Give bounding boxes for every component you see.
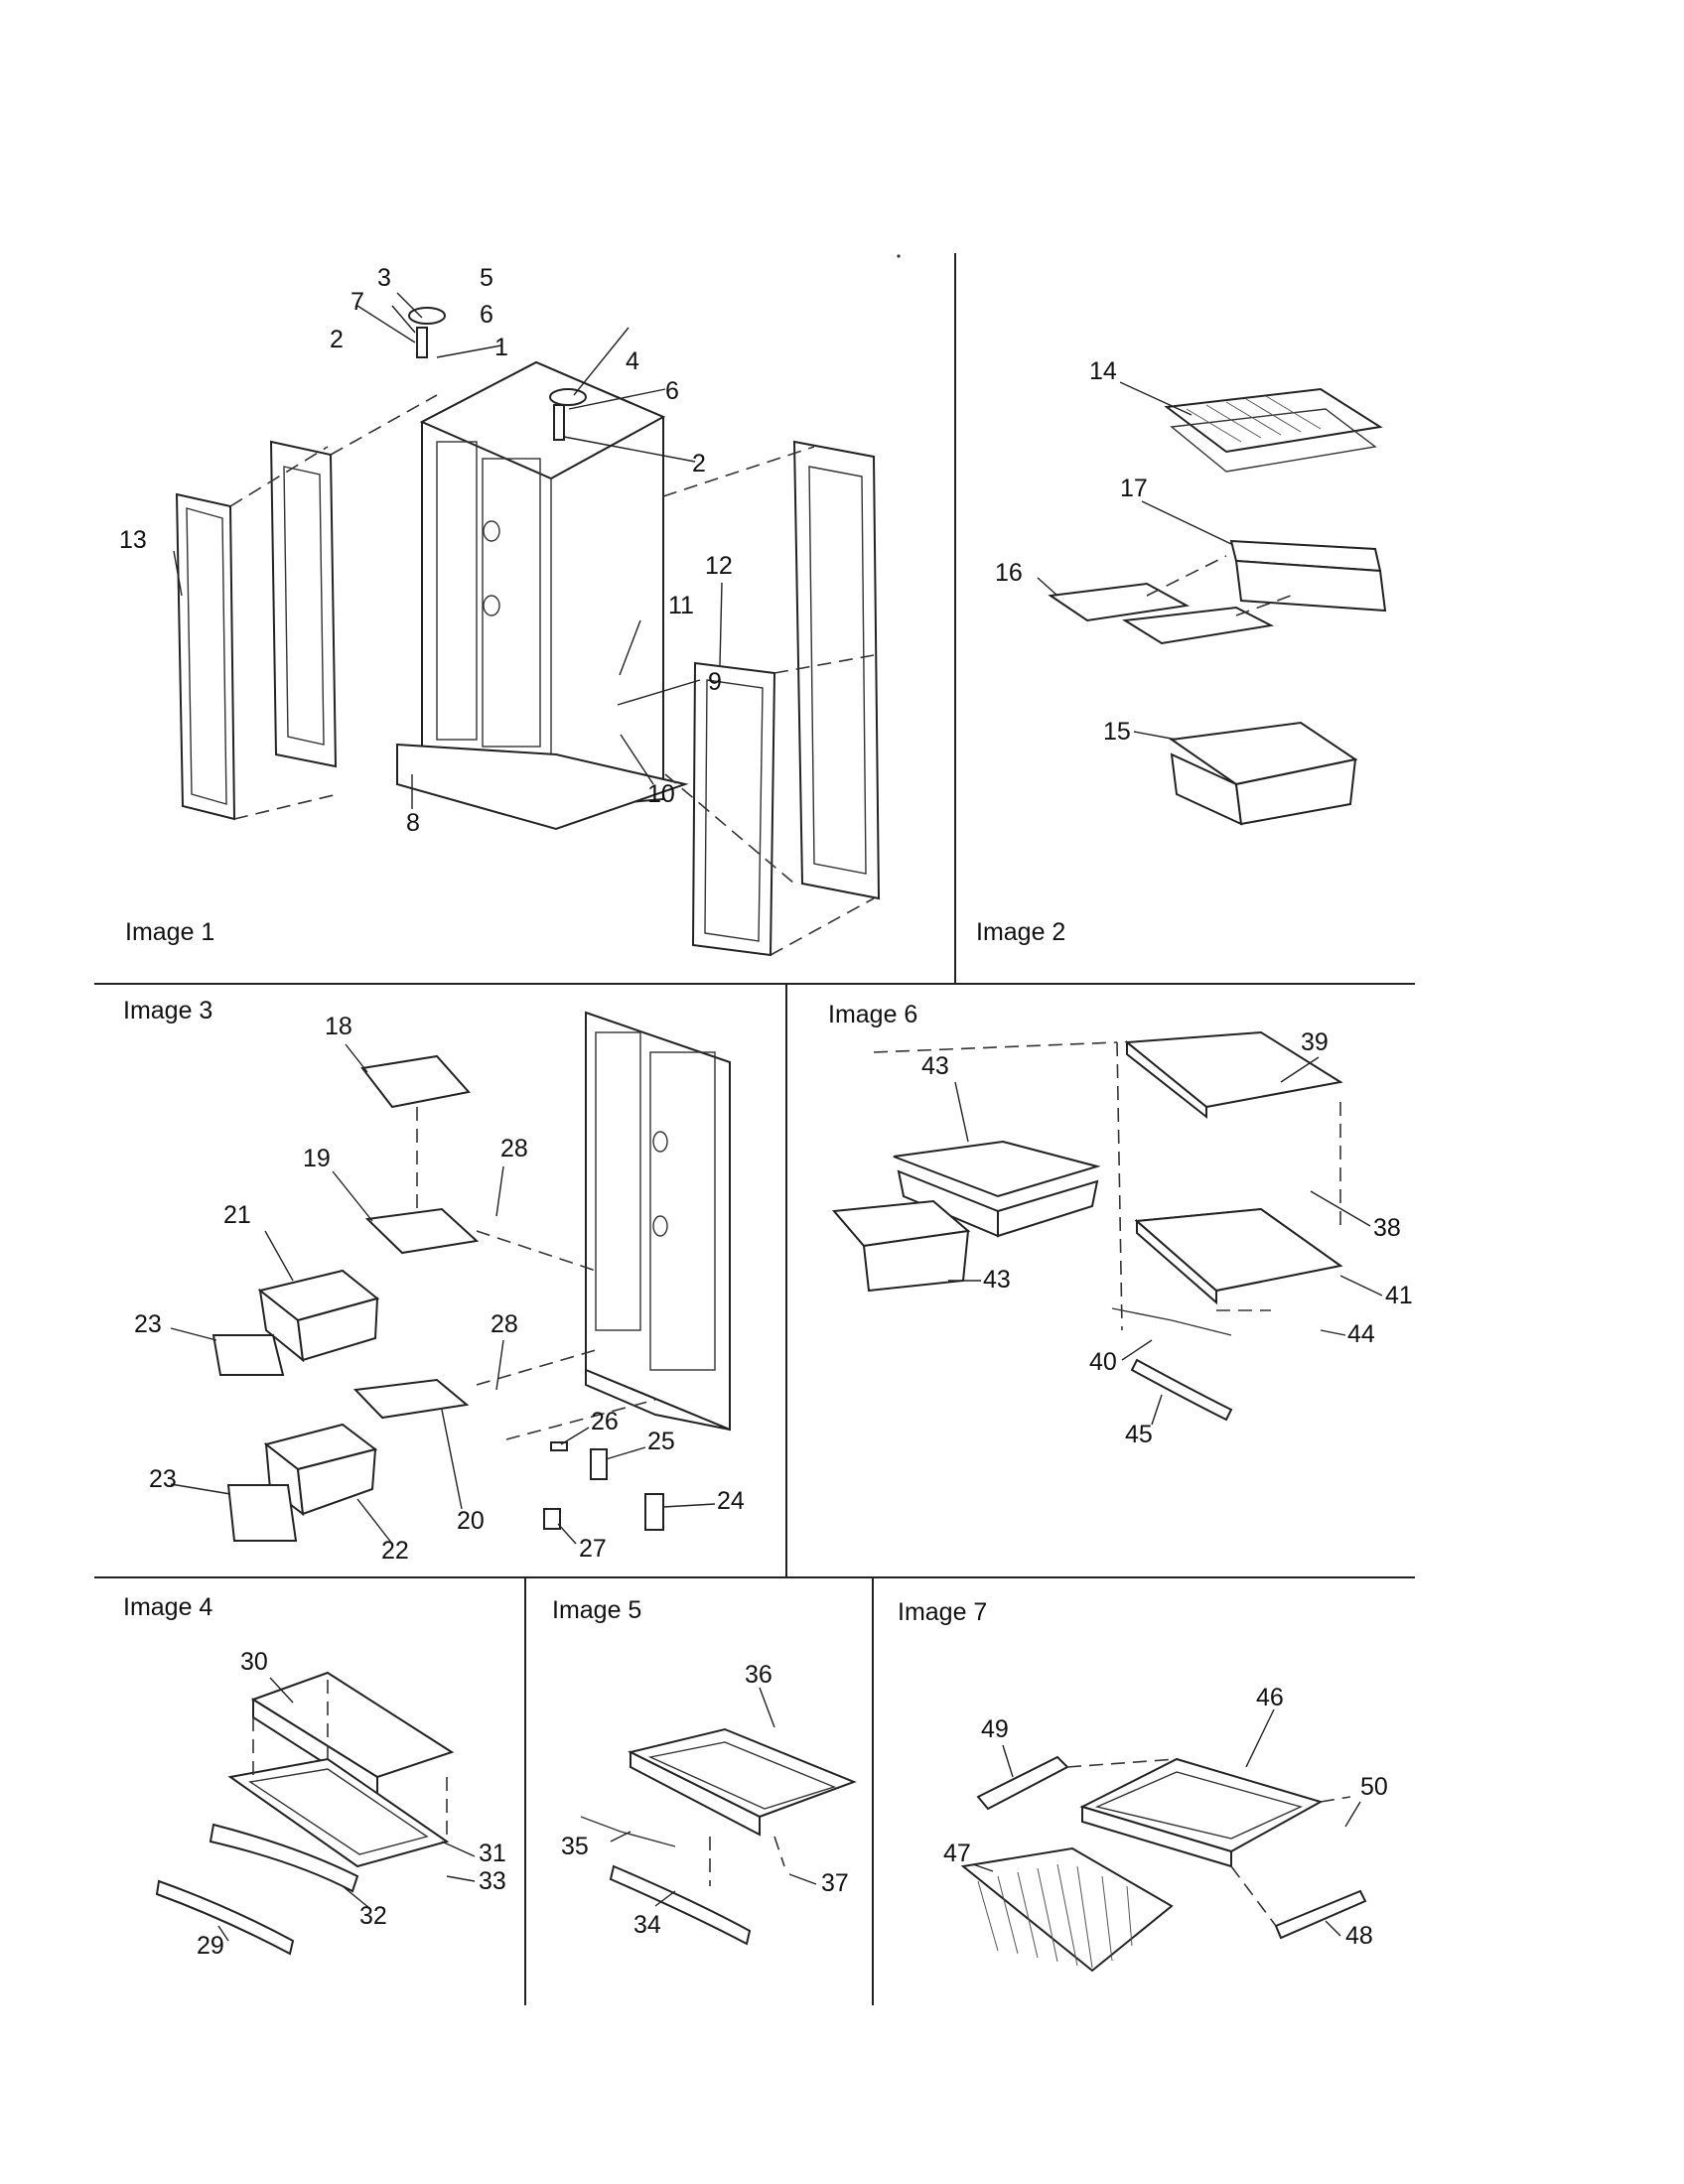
stray-dot bbox=[897, 254, 901, 258]
divider-horizontal-2 bbox=[94, 1576, 1415, 1578]
callout-45: 45 bbox=[1125, 1421, 1153, 1448]
callout-23a: 23 bbox=[134, 1310, 162, 1338]
callout-1: 1 bbox=[494, 334, 508, 361]
image-6-callouts: 39 43 38 43 41 44 40 45 bbox=[921, 1028, 1413, 1448]
callout-49: 49 bbox=[981, 1715, 1009, 1743]
panel-title-image-3: Image 3 bbox=[123, 997, 213, 1024]
panel-title-image-1: Image 1 bbox=[125, 918, 215, 946]
callout-2b: 2 bbox=[692, 450, 706, 478]
callout-15: 15 bbox=[1103, 718, 1131, 746]
divider-vertical-bottom-1 bbox=[524, 1576, 526, 2005]
callout-41: 41 bbox=[1385, 1282, 1413, 1309]
image-1-callouts: 3 5 7 6 2 1 4 6 2 13 12 11 9 10 8 bbox=[119, 264, 733, 837]
callout-28b: 28 bbox=[491, 1310, 518, 1338]
panel-title-image-6: Image 6 bbox=[828, 1001, 918, 1028]
callout-4: 4 bbox=[626, 347, 639, 375]
callout-42: 43 bbox=[983, 1266, 1011, 1294]
image-6-parts-group bbox=[831, 1030, 1383, 1426]
callout-6b: 6 bbox=[665, 377, 679, 405]
image-5-callouts: 36 35 37 34 bbox=[561, 1661, 849, 1939]
divider-vertical-bottom-2 bbox=[872, 1576, 874, 2005]
image-3-callouts: 18 28 19 21 23 28 26 25 23 24 20 27 22 bbox=[134, 1013, 745, 1565]
callout-8: 8 bbox=[406, 809, 420, 837]
image-3-parts-group bbox=[170, 1011, 731, 1545]
callout-40: 40 bbox=[1089, 1348, 1117, 1376]
callout-46: 46 bbox=[1256, 1684, 1284, 1711]
divider-vertical-middle bbox=[785, 983, 787, 1576]
image-1-cabinet-group bbox=[173, 292, 881, 957]
divider-vertical-top bbox=[954, 253, 956, 983]
callout-29: 29 bbox=[197, 1932, 224, 1960]
callout-39: 39 bbox=[1301, 1028, 1329, 1056]
image-2-parts-group bbox=[1037, 381, 1387, 826]
image-4-parts-group bbox=[155, 1671, 476, 1956]
image-7-parts-group bbox=[960, 1708, 1367, 1973]
panel-title-image-2: Image 2 bbox=[976, 918, 1066, 946]
callout-9: 9 bbox=[708, 668, 722, 696]
callout-23b: 23 bbox=[149, 1465, 177, 1493]
callout-36: 36 bbox=[745, 1661, 772, 1689]
callout-33: 33 bbox=[479, 1867, 506, 1895]
image-7-callouts: 46 49 50 47 48 bbox=[943, 1684, 1388, 1950]
callout-43: 43 bbox=[921, 1052, 949, 1080]
callout-25: 25 bbox=[647, 1428, 675, 1455]
callout-30: 30 bbox=[240, 1648, 268, 1676]
callout-26: 26 bbox=[591, 1408, 619, 1435]
callout-12: 12 bbox=[705, 552, 733, 580]
callout-37: 37 bbox=[821, 1869, 849, 1897]
callout-13: 13 bbox=[119, 526, 147, 554]
divider-horizontal-1 bbox=[94, 983, 1415, 985]
callout-22: 22 bbox=[381, 1537, 409, 1565]
callout-16: 16 bbox=[995, 559, 1023, 587]
callout-20: 20 bbox=[457, 1507, 485, 1535]
callout-5: 5 bbox=[480, 264, 493, 292]
callout-27: 27 bbox=[579, 1535, 607, 1563]
callout-50: 50 bbox=[1360, 1773, 1388, 1801]
callout-44: 44 bbox=[1347, 1320, 1375, 1348]
callout-6a: 6 bbox=[480, 301, 493, 329]
callout-24: 24 bbox=[717, 1487, 745, 1515]
image-2-callouts: 14 17 16 15 bbox=[995, 357, 1148, 746]
callout-2a: 2 bbox=[330, 326, 344, 353]
image-5-parts-group bbox=[580, 1687, 857, 1946]
callout-11: 11 bbox=[668, 592, 694, 619]
callout-21: 21 bbox=[223, 1201, 251, 1229]
callout-19: 19 bbox=[303, 1145, 331, 1172]
panel-title-image-7: Image 7 bbox=[898, 1598, 988, 1626]
panel-title-image-5: Image 5 bbox=[552, 1596, 642, 1624]
callout-47: 47 bbox=[943, 1840, 971, 1867]
callout-17: 17 bbox=[1120, 475, 1148, 502]
callout-35: 35 bbox=[561, 1833, 589, 1860]
callout-18: 18 bbox=[325, 1013, 352, 1040]
callout-10: 10 bbox=[647, 780, 675, 808]
image-4-callouts: 30 31 33 32 29 bbox=[197, 1648, 506, 1960]
panel-title-image-4: Image 4 bbox=[123, 1593, 213, 1621]
callout-28a: 28 bbox=[500, 1135, 528, 1162]
callout-38: 38 bbox=[1373, 1214, 1401, 1242]
callout-7: 7 bbox=[351, 288, 364, 316]
callout-48: 48 bbox=[1345, 1922, 1373, 1950]
callout-3: 3 bbox=[377, 264, 391, 292]
callout-32: 32 bbox=[359, 1902, 387, 1930]
callout-31: 31 bbox=[479, 1840, 506, 1867]
callout-34: 34 bbox=[633, 1911, 661, 1939]
callout-14: 14 bbox=[1089, 357, 1117, 385]
